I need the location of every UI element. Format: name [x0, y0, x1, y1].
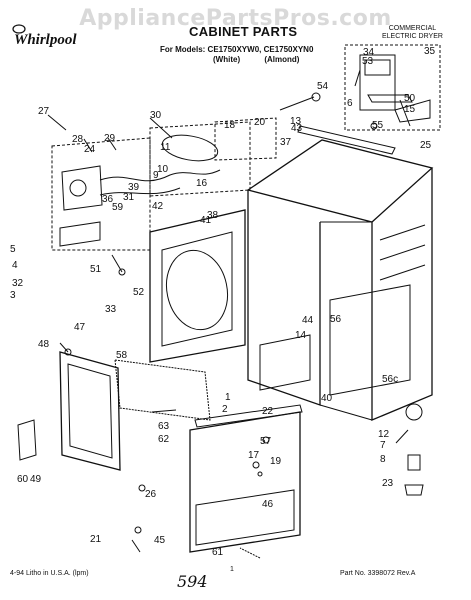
callout-53: 53	[362, 56, 374, 67]
callout-38: 38	[207, 210, 219, 221]
callout-14: 14	[295, 330, 307, 341]
callout-41: 41	[200, 215, 212, 226]
callout-57: 57	[260, 436, 272, 447]
watermark: AppliancePartsPros.com	[79, 6, 392, 31]
callout-35: 35	[424, 46, 436, 57]
callout-29: 29	[104, 133, 116, 144]
callout-34: 34	[363, 47, 375, 58]
callout-40: 40	[321, 393, 333, 404]
callout-58: 58	[116, 350, 128, 361]
callout-59: 59	[112, 202, 124, 213]
callout-12: 12	[378, 429, 390, 440]
commercial-label: COMMERCIAL ELECTRIC DRYER	[382, 25, 443, 41]
callout-19: 19	[270, 456, 282, 467]
callout-17: 17	[248, 450, 260, 461]
callout-56: 56	[330, 314, 342, 325]
callout-18: 18	[224, 120, 236, 131]
callout-60: 60	[17, 474, 29, 485]
callout-28: 28	[72, 134, 84, 145]
callout-44: 44	[302, 315, 314, 326]
callout-52: 52	[133, 287, 145, 298]
callout-62: 62	[158, 434, 170, 445]
callout-33: 33	[105, 304, 117, 315]
callout-26: 26	[145, 489, 157, 500]
callout-37: 37	[280, 137, 292, 148]
callout-6: 6	[347, 98, 353, 109]
color-almond: (Almond)	[264, 55, 300, 64]
callout-2: 2	[222, 404, 228, 415]
callout-61: 61	[212, 547, 224, 558]
handwritten-note: 594	[177, 572, 208, 591]
color-variants: (White) (Almond)	[213, 55, 321, 64]
callout-51: 51	[90, 264, 102, 275]
commercial-label-line1: COMMERCIAL	[388, 25, 437, 32]
callout-45: 45	[154, 535, 166, 546]
models-line: For Models: CE1750XYW0, CE1750XYN0	[160, 45, 314, 54]
callout-24: 24	[84, 144, 96, 155]
callout-22: 22	[262, 406, 274, 417]
callout-39: 39	[128, 182, 140, 193]
callout-11: 11	[160, 142, 171, 153]
callout-3: 3	[10, 290, 16, 301]
whirlpool-logo: Whirlpool	[12, 22, 78, 48]
callout-36: 36	[102, 194, 114, 205]
callout-13: 13	[290, 116, 302, 127]
svg-text:Whirlpool: Whirlpool	[14, 32, 77, 48]
callout-49: 49	[30, 474, 42, 485]
callout-63: 63	[158, 421, 170, 432]
part-number-footer: Part No. 3398072 Rev.A	[340, 570, 416, 577]
callout-42: 42	[152, 201, 164, 212]
callout-1: 1	[225, 392, 231, 403]
callout-4: 4	[12, 260, 18, 271]
callout-55: 55	[372, 120, 384, 131]
callout-16: 16	[196, 178, 208, 189]
callout-47: 47	[74, 322, 86, 333]
callout-56c: 56c	[382, 374, 398, 385]
callout-25: 25	[420, 140, 432, 151]
callout-46: 46	[262, 499, 274, 510]
callout-30: 30	[150, 110, 162, 121]
callout-21: 21	[90, 534, 102, 545]
page-mark: 1	[230, 566, 234, 573]
callout-31: 31	[123, 192, 135, 203]
page-title: CABINET PARTS	[189, 24, 298, 39]
callout-43: 43	[291, 123, 303, 134]
callout-15: 15	[404, 104, 416, 115]
callout-50: 50	[404, 93, 416, 104]
callout-20: 20	[254, 117, 266, 128]
callout-27: 27	[38, 106, 50, 117]
commercial-label-line2: ELECTRIC DRYER	[382, 33, 443, 40]
callout-54: 54	[317, 81, 329, 92]
callout-32: 32	[12, 278, 24, 289]
callout-5: 5	[10, 244, 16, 255]
callout-23: 23	[382, 478, 394, 489]
callout-48: 48	[38, 339, 50, 350]
callout-9: 9	[153, 170, 159, 181]
litho-footer: 4-94 Litho in U.S.A. (lpm)	[10, 570, 89, 577]
callout-8: 8	[380, 454, 386, 465]
callout-10: 10	[157, 164, 169, 175]
color-white: (White)	[213, 55, 241, 64]
callout-7: 7	[380, 440, 386, 451]
